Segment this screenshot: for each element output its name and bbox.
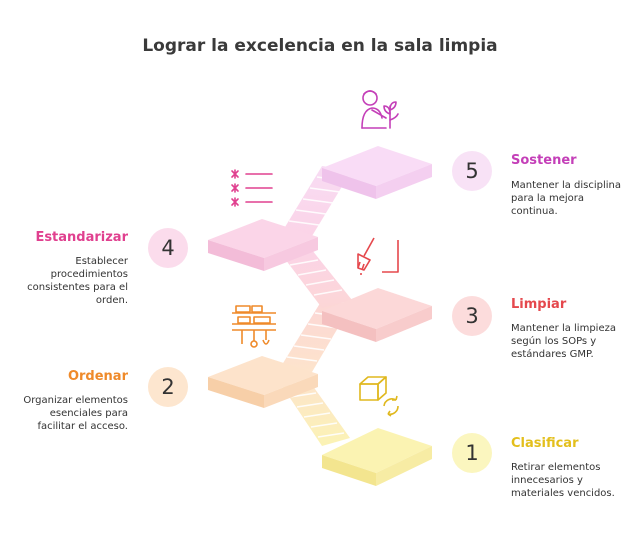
- step-4-number: 4: [148, 228, 188, 268]
- checklist-icon: [231, 169, 273, 207]
- step-5-heading: Sostener: [511, 153, 577, 168]
- stair-flight-3-4: [282, 250, 352, 308]
- box-recycle-icon: [359, 376, 399, 417]
- step-1-description: Retirar elementos innecesarios y materia…: [511, 462, 615, 499]
- landing-5: [322, 146, 432, 199]
- page-title: Lograr la excelencia en la sala limpia: [142, 36, 498, 56]
- shelf-tools-icon: [232, 305, 276, 348]
- step-5-number: 5: [452, 151, 492, 191]
- landing-3: [322, 288, 432, 342]
- step-5-description: Mantener la disciplina para la mejora co…: [511, 180, 622, 217]
- broom-icon: [357, 237, 399, 275]
- step-2-description: Organizar elementos esenciales para faci…: [23, 395, 128, 432]
- stair-flight-1-2: [282, 382, 350, 446]
- step-4-heading: Estandarizar: [35, 230, 128, 245]
- step-1-number: 1: [452, 433, 492, 473]
- landing-4: [208, 219, 318, 271]
- step-2-heading: Ordenar: [67, 369, 128, 384]
- step-3-heading: Limpiar: [511, 297, 567, 312]
- landing-1: [322, 428, 432, 486]
- landing-2: [208, 356, 318, 408]
- person-plant-icon: [361, 90, 399, 129]
- step-3-number: 3: [452, 296, 492, 336]
- step-3-description: Mantener la limpieza según los SOPs y es…: [511, 323, 616, 360]
- step-1-heading: Clasificar: [511, 436, 579, 451]
- step-2-number: 2: [148, 367, 188, 407]
- step-4-description: Establecer procedimientos consistentes p…: [27, 256, 128, 306]
